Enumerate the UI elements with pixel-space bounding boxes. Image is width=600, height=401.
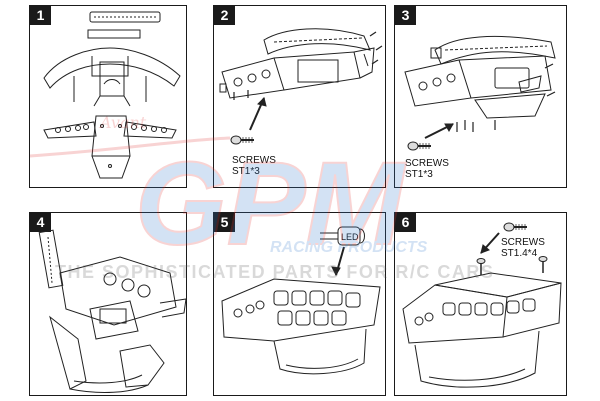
screws-callout-size: ST1*3 (405, 169, 433, 180)
screws-callout-label: SCREWS (501, 237, 545, 248)
screws-callout-size: ST1.4*4 (501, 248, 538, 259)
step-2-panel: 2 SCREWS ST1*3 (213, 5, 386, 188)
screws-callout-size: ST1*3 (232, 166, 260, 177)
step-4-illustration (38, 229, 187, 393)
step-6-panel: 6 SCREWS ST1.4*4 (394, 212, 567, 396)
screws-callout-label: SCREWS (405, 158, 449, 169)
step-number: 2 (214, 6, 235, 25)
screws-callout-label: SCREWS (232, 155, 276, 166)
step-3-illustration (404, 36, 556, 151)
step-3-panel: 3 SCREWS ST1*3 (394, 5, 567, 188)
step-number: 6 (395, 213, 416, 232)
step-1-illustration (43, 11, 181, 179)
step-5-panel: 5 LED (213, 212, 386, 396)
step-2-illustration (219, 28, 383, 145)
step-6-illustration (402, 222, 562, 388)
step-number: 1 (30, 6, 51, 25)
step-5-illustration (221, 226, 381, 375)
step-1-panel: 1 (29, 5, 187, 188)
step-number: 4 (30, 213, 51, 232)
led-label: LED (341, 232, 359, 242)
step-number: 3 (395, 6, 416, 25)
step-4-panel: 4 (29, 212, 187, 396)
step-number: 5 (214, 213, 235, 232)
